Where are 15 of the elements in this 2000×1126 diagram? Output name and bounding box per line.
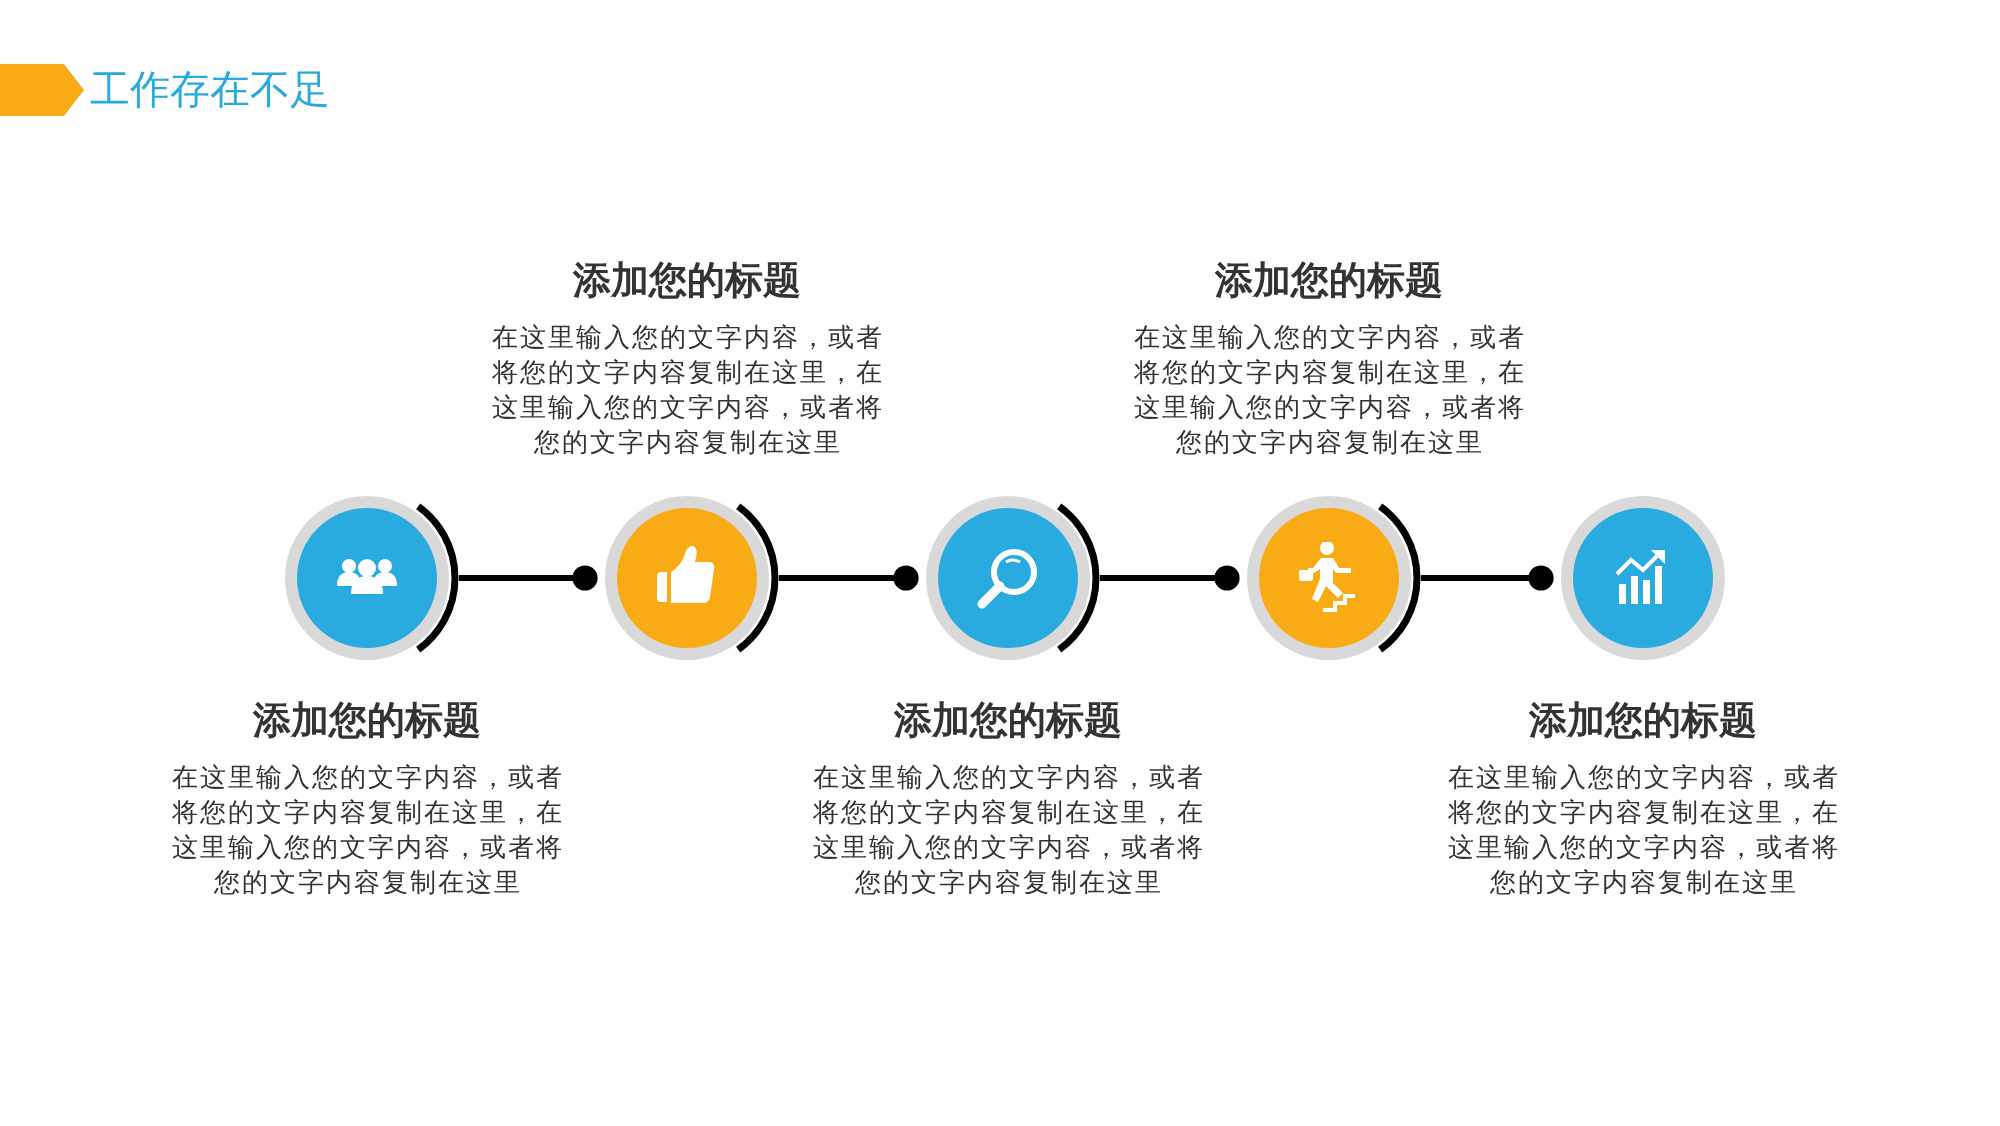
connector-line	[459, 565, 598, 591]
connector-line	[1100, 565, 1240, 591]
description: 在这里输入您的文字内容，或者将您的文字内容复制在这里，在这里输入您的文字内容，或者将您的文字内容复制在这里	[1446, 761, 1841, 899]
description: 在这里输入您的文字内容，或者将您的文字内容复制在这里，在这里输入您的文字内容，或者将您的文字内容复制在这里	[490, 321, 885, 459]
connector-line	[779, 565, 919, 591]
heading: 添加您的标题	[893, 698, 1123, 742]
description: 在这里输入您的文字内容，或者将您的文字内容复制在这里，在这里输入您的文字内容，或者将您的文字内容复制在这里	[1132, 321, 1527, 459]
heading: 添加您的标题	[572, 258, 802, 302]
connector-line	[1421, 565, 1554, 591]
title: 工作存在不足	[90, 66, 330, 112]
heading: 添加您的标题	[1214, 258, 1444, 302]
description: 在这里输入您的文字内容，或者将您的文字内容复制在这里，在这里输入您的文字内容，或者将您的文字内容复制在这里	[811, 761, 1206, 899]
description: 在这里输入您的文字内容，或者将您的文字内容复制在这里，在这里输入您的文字内容，或者将您的文字内容复制在这里	[170, 761, 565, 899]
heading: 添加您的标题	[1528, 698, 1758, 742]
heading: 添加您的标题	[252, 698, 482, 742]
